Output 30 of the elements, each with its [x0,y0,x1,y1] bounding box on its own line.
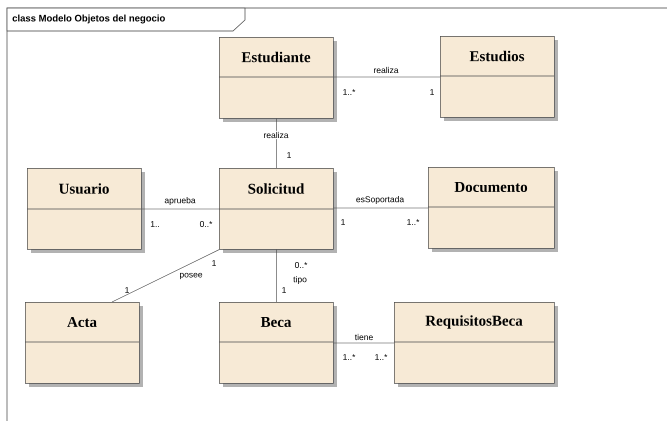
edge-label: tiene [354,332,374,342]
association-line [276,249,277,302]
class-box: RequisitosBeca [394,302,558,387]
multiplicity: 0..* [200,221,212,227]
multiplicity: 1 [125,287,129,293]
class-box: Beca [218,302,337,387]
class-box: Estudios [440,36,558,121]
edge-label: aprueba [163,196,197,206]
class-box: Estudiante [218,37,337,122]
association-line [141,208,220,210]
edge-label: posee [178,272,204,280]
multiplicity: 1..* [407,219,420,225]
multiplicity: 0..* [294,262,308,268]
multiplicity: 1..* [375,354,388,360]
association-line [333,76,440,78]
edge-label: tipo [292,275,308,285]
association-line [112,249,220,302]
multiplicity: 1 [287,152,291,158]
class-box: Documento [428,167,558,252]
class-box: Usuario [26,168,145,253]
edge-label: realiza [262,130,290,140]
class-box: Solicitud [218,168,337,253]
association-line [333,342,394,344]
class-box: Acta [24,302,143,387]
multiplicity: 1..* [343,89,356,95]
frame-title: class Modelo Objetos del negocio [6,8,246,32]
edge-label: esSoportada [354,195,406,205]
multiplicity: 1 [282,287,286,293]
edge-label: realiza [372,66,400,74]
multiplicity: 1 [212,260,216,266]
